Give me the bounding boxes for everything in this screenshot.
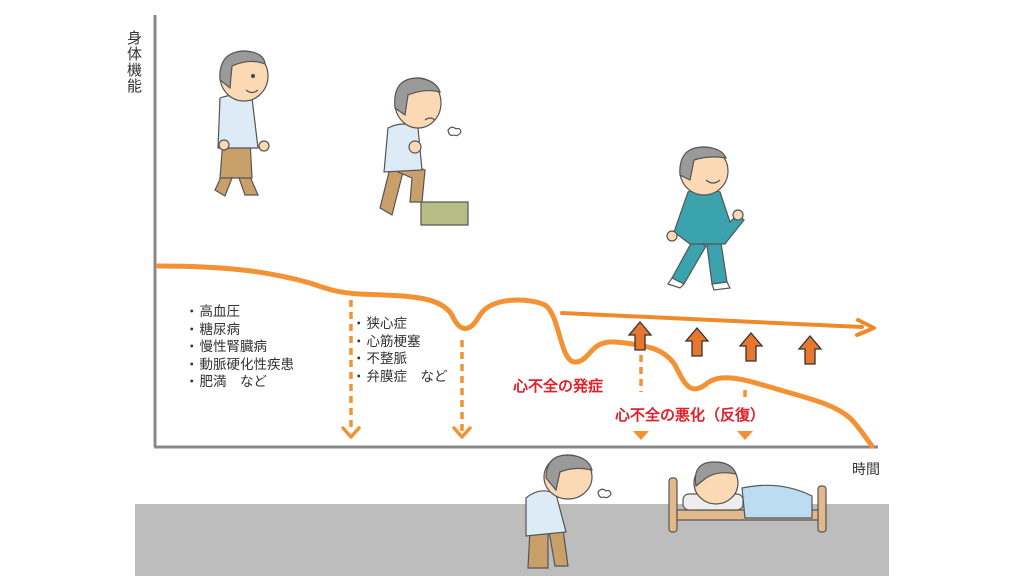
risk-factor-item: 慢性腎臓病 — [185, 339, 294, 357]
physical-function-curve — [155, 263, 875, 449]
heart-disease-item: 弁膜症 など — [352, 369, 448, 387]
y-axis-label: 身体機能 — [125, 30, 143, 94]
walking-elderly-illustration — [214, 50, 270, 197]
climbing-elderly-illustration — [379, 77, 469, 226]
up-arrow-icon — [684, 326, 710, 357]
risk-factor-item: 糖尿病 — [185, 322, 294, 340]
heart-disease-item: 不整脈 — [352, 351, 448, 369]
fatigued-elderly-illustration — [525, 454, 612, 569]
heart-diseases-list: 狭心症 心筋梗塞 不整脈 弁膜症 など — [352, 316, 448, 386]
axes — [153, 15, 878, 449]
heart-failure-onset-label: 心不全の発症 — [513, 377, 604, 395]
drop-triangles — [633, 431, 753, 440]
risk-factor-item: 高血圧 — [185, 304, 294, 322]
risk-factor-item: 肥満 など — [185, 374, 294, 392]
heart-failure-worsening-label: 心不全の悪化（反復） — [615, 406, 766, 424]
up-arrow-icon — [627, 320, 653, 351]
risk-factor-item: 動脈硬化性疾患 — [185, 357, 295, 375]
heart-disease-item: 心筋梗塞 — [352, 334, 448, 352]
risk-factors-list: 高血圧 糖尿病 慢性腎臓病 動脈硬化性疾患 肥満 など — [185, 304, 295, 392]
x-axis-label: 時間 — [852, 462, 880, 478]
exercising-elderly-illustration — [666, 146, 745, 291]
up-arrow-icon — [738, 331, 764, 362]
rehab-up-arrows — [627, 320, 823, 365]
bedridden-elderly-illustration — [668, 461, 827, 533]
up-arrow-icon — [797, 334, 823, 365]
heart-disease-item: 狭心症 — [352, 316, 448, 334]
dashed-drop-arrows — [341, 300, 747, 439]
improvement-trend-arrow — [560, 311, 876, 337]
